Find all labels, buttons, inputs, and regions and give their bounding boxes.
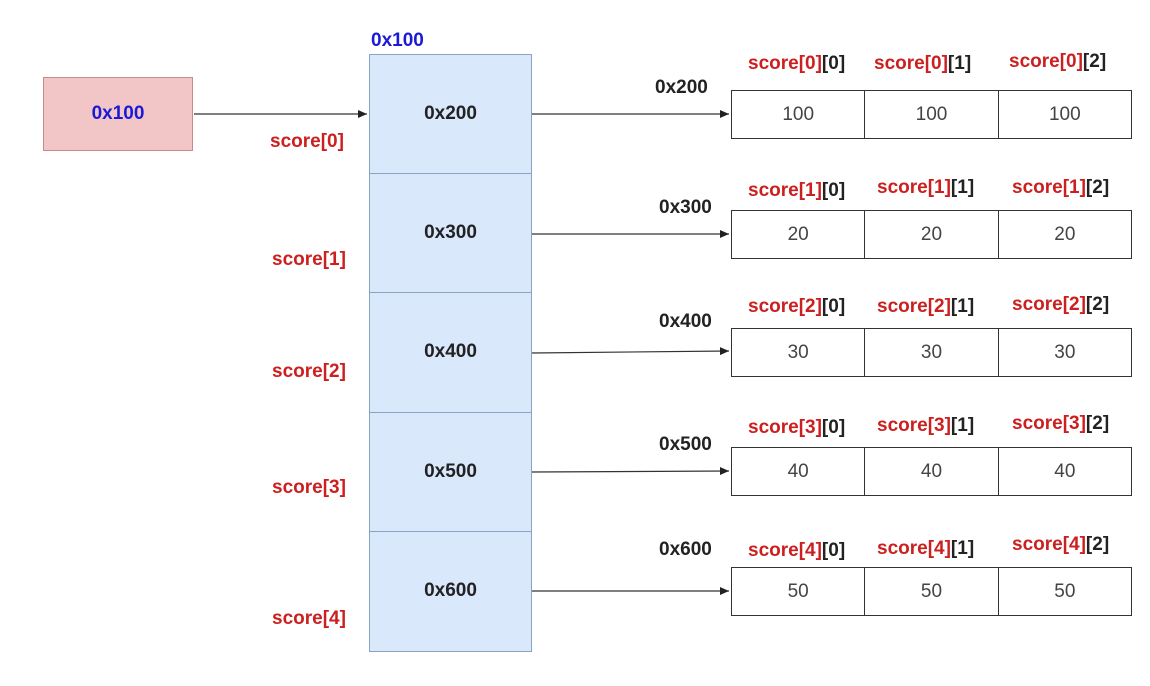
inner-cell-4-1: 50 <box>865 568 999 615</box>
pointer-value: 0x100 <box>91 103 145 124</box>
header-2-2: score[2][2] <box>1012 294 1110 315</box>
inner-cell-2-2: 30 <box>1054 341 1076 363</box>
pointer-box: 0x100 <box>43 77 193 151</box>
header-1-2: score[1][2] <box>1012 177 1110 198</box>
inner-cell-4-2: 50 <box>1054 580 1076 602</box>
outer-cell-1: 0x300 <box>370 174 531 294</box>
inner-cell-2-0: 30 <box>732 329 866 376</box>
outer-array-address: 0x100 <box>371 30 424 51</box>
outer-label-0: score[0] <box>270 131 344 152</box>
inner-cell-4-0: 50 <box>732 568 866 615</box>
header-0-2: score[0][2] <box>1009 51 1107 72</box>
row-address-1: 0x300 <box>659 197 712 218</box>
arrow-row-3 <box>531 467 730 476</box>
outer-label-2: score[2] <box>272 361 346 382</box>
outer-cell-3: 0x500 <box>370 413 531 532</box>
outer-cell-0: 0x200 <box>370 55 531 175</box>
header-4-2: score[4][2] <box>1012 534 1110 555</box>
header-1-1: score[1][1] <box>877 177 975 198</box>
inner-cell-0-2: 100 <box>1048 103 1081 125</box>
inner-cell-3-1: 40 <box>865 448 999 495</box>
inner-array-3: 40 40 40 <box>731 447 1132 496</box>
inner-cell-1-1: 20 <box>865 211 999 258</box>
inner-cell-0-1: 100 <box>865 91 999 138</box>
inner-cell-2-1: 30 <box>865 329 999 376</box>
outer-label-1: score[1] <box>272 249 346 270</box>
header-4-1: score[4][1] <box>877 538 975 559</box>
header-0-1: score[0][1] <box>874 53 972 74</box>
row-address-0: 0x200 <box>655 77 708 98</box>
outer-label-3: score[3] <box>272 477 346 498</box>
inner-array-0: 100 100 100 <box>731 90 1132 139</box>
outer-pointer-array: 0x200 0x300 0x400 0x500 0x600 <box>369 54 532 652</box>
header-4-0: score[4][0] <box>748 540 846 561</box>
row-address-3: 0x500 <box>659 434 712 455</box>
inner-cell-1-2: 20 <box>1054 223 1076 245</box>
inner-array-2: 30 30 30 <box>731 328 1132 377</box>
inner-array-4: 50 50 50 <box>731 567 1132 616</box>
header-2-0: score[2][0] <box>748 296 846 317</box>
header-2-1: score[2][1] <box>877 296 975 317</box>
outer-cell-2: 0x400 <box>370 293 531 413</box>
header-3-0: score[3][0] <box>748 417 846 438</box>
header-0-0: score[0][0] <box>748 53 846 74</box>
header-3-2: score[3][2] <box>1012 413 1110 434</box>
outer-cell-4: 0x600 <box>424 580 477 602</box>
inner-cell-1-0: 20 <box>732 211 866 258</box>
row-address-4: 0x600 <box>659 539 712 560</box>
arrow-row-2 <box>531 347 730 356</box>
header-1-0: score[1][0] <box>748 180 846 201</box>
header-3-1: score[3][1] <box>877 415 975 436</box>
outer-label-4: score[4] <box>272 608 346 629</box>
inner-cell-0-0: 100 <box>732 91 866 138</box>
row-address-2: 0x400 <box>659 311 712 332</box>
inner-array-1: 20 20 20 <box>731 210 1132 259</box>
inner-cell-3-0: 40 <box>732 448 866 495</box>
inner-cell-3-2: 40 <box>1054 460 1076 482</box>
